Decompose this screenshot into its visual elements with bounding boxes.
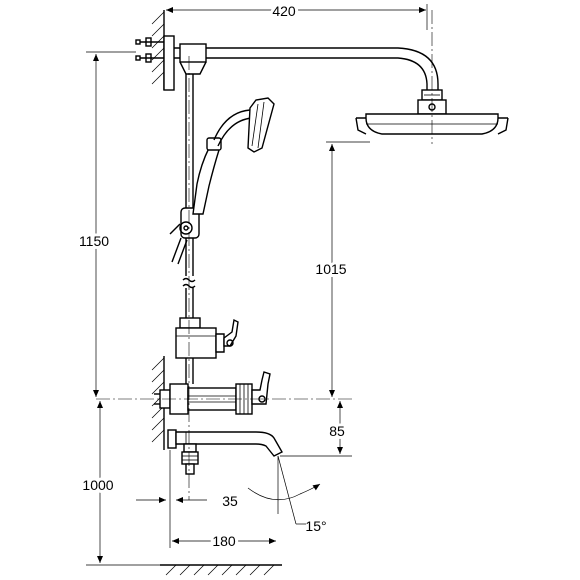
spout-wall-gap-label: 35 bbox=[222, 493, 238, 509]
wall-bracket bbox=[135, 35, 175, 91]
head-to-mixer-label: 1015 bbox=[315, 261, 346, 277]
dim-floor-to-mixer: 1000 bbox=[79, 401, 117, 563]
dim-head-to-mixer: 1015 bbox=[312, 144, 350, 397]
diverter bbox=[175, 317, 239, 359]
sliding-holder bbox=[169, 207, 200, 239]
bath-spout bbox=[167, 429, 283, 475]
dim-spout-offset: 85 bbox=[326, 401, 348, 454]
dim-spout-reach: 180 bbox=[172, 530, 276, 552]
arm-length-label: 420 bbox=[272, 3, 296, 19]
spout-angle-label: 15° bbox=[305, 518, 326, 534]
mixer-valve bbox=[154, 371, 271, 415]
total-height-label: 1150 bbox=[79, 233, 109, 249]
dim-arm-length: 420 bbox=[166, 0, 426, 22]
overhead-arm bbox=[174, 43, 439, 92]
floor bbox=[160, 564, 282, 576]
spout-reach-label: 180 bbox=[212, 533, 236, 549]
dim-spout-wall-gap: 35 bbox=[136, 493, 238, 509]
floor-to-mixer-label: 1000 bbox=[82, 477, 113, 493]
dim-spout-angle: 15° bbox=[247, 455, 327, 534]
upper-wall bbox=[151, 10, 165, 90]
centerlines bbox=[86, 4, 433, 566]
dim-total-height: 1150 bbox=[76, 54, 112, 397]
hand-shower bbox=[171, 97, 275, 265]
spout-offset-label: 85 bbox=[329, 423, 345, 439]
